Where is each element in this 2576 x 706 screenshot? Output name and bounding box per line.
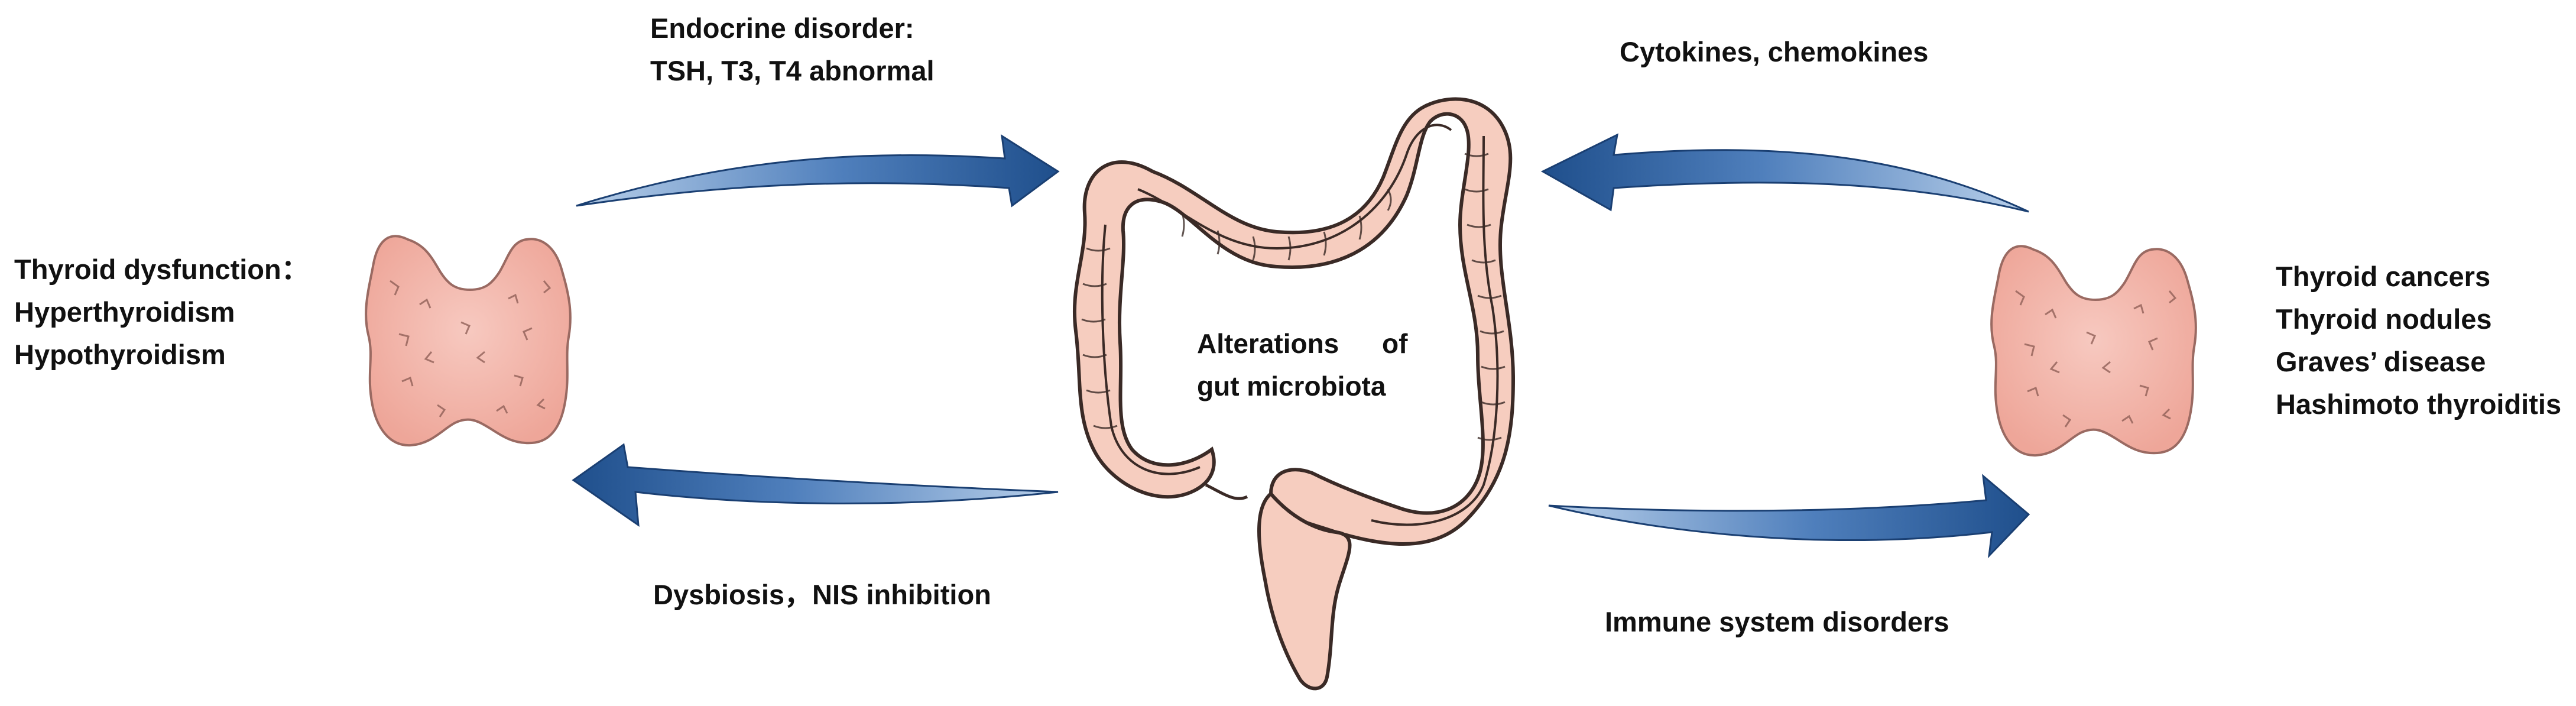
right-panel-item-hashimoto: Hashimoto thyroiditis (2276, 388, 2562, 420)
large-intestine-icon (1072, 97, 1516, 691)
thyroid-gland-icon (365, 235, 572, 447)
arrow-top-left-label: Endocrine disorder: TSH, T3, T4 abnormal (650, 7, 935, 92)
left-panel-item-hyperthyroidism: Hyperthyroidism (14, 296, 235, 328)
arrow-top-left-line1: Endocrine disorder: (650, 12, 914, 44)
arrow-bottom-left (572, 443, 1059, 527)
thyroid-gland-icon (1990, 245, 2197, 457)
arrow-bottom-right-text: Immune system disorders (1605, 606, 1949, 637)
center-label-line1: Alterations of (1197, 328, 1408, 359)
arrow-bottom-left-text: Dysbiosis，NIS inhibition (653, 579, 991, 610)
center-label: Alterations of gut microbiota (1197, 322, 1407, 407)
right-panel-item-thyroid-cancers: Thyroid cancers (2276, 261, 2491, 292)
center-label-line2: gut microbiota (1197, 371, 1386, 401)
right-panel-item-thyroid-nodules: Thyroid nodules (2276, 303, 2492, 335)
arrow-bottom-right (1548, 474, 2030, 559)
left-panel-title: Thyroid dysfunction： (14, 254, 309, 285)
arrow-top-left (576, 134, 1060, 208)
arrow-top-right (1540, 133, 2029, 213)
arrow-top-left-line2: TSH, T3, T4 abnormal (650, 55, 935, 86)
left-panel-item-hypothyroidism: Hypothyroidism (14, 339, 226, 370)
arrow-bottom-left-label: Dysbiosis，NIS inhibition (653, 574, 991, 616)
right-panel-item-graves-disease: Graves’ disease (2276, 346, 2486, 377)
right-panel-labels: Thyroid cancers Thyroid nodules Graves’ … (2276, 255, 2561, 426)
arrow-top-right-text: Cytokines, chemokines (1620, 36, 1929, 67)
left-panel-labels: Thyroid dysfunction： Hyperthyroidism Hyp… (14, 248, 309, 376)
arrow-top-right-label: Cytokines, chemokines (1620, 31, 1928, 73)
arrow-bottom-right-label: Immune system disorders (1605, 601, 1949, 643)
